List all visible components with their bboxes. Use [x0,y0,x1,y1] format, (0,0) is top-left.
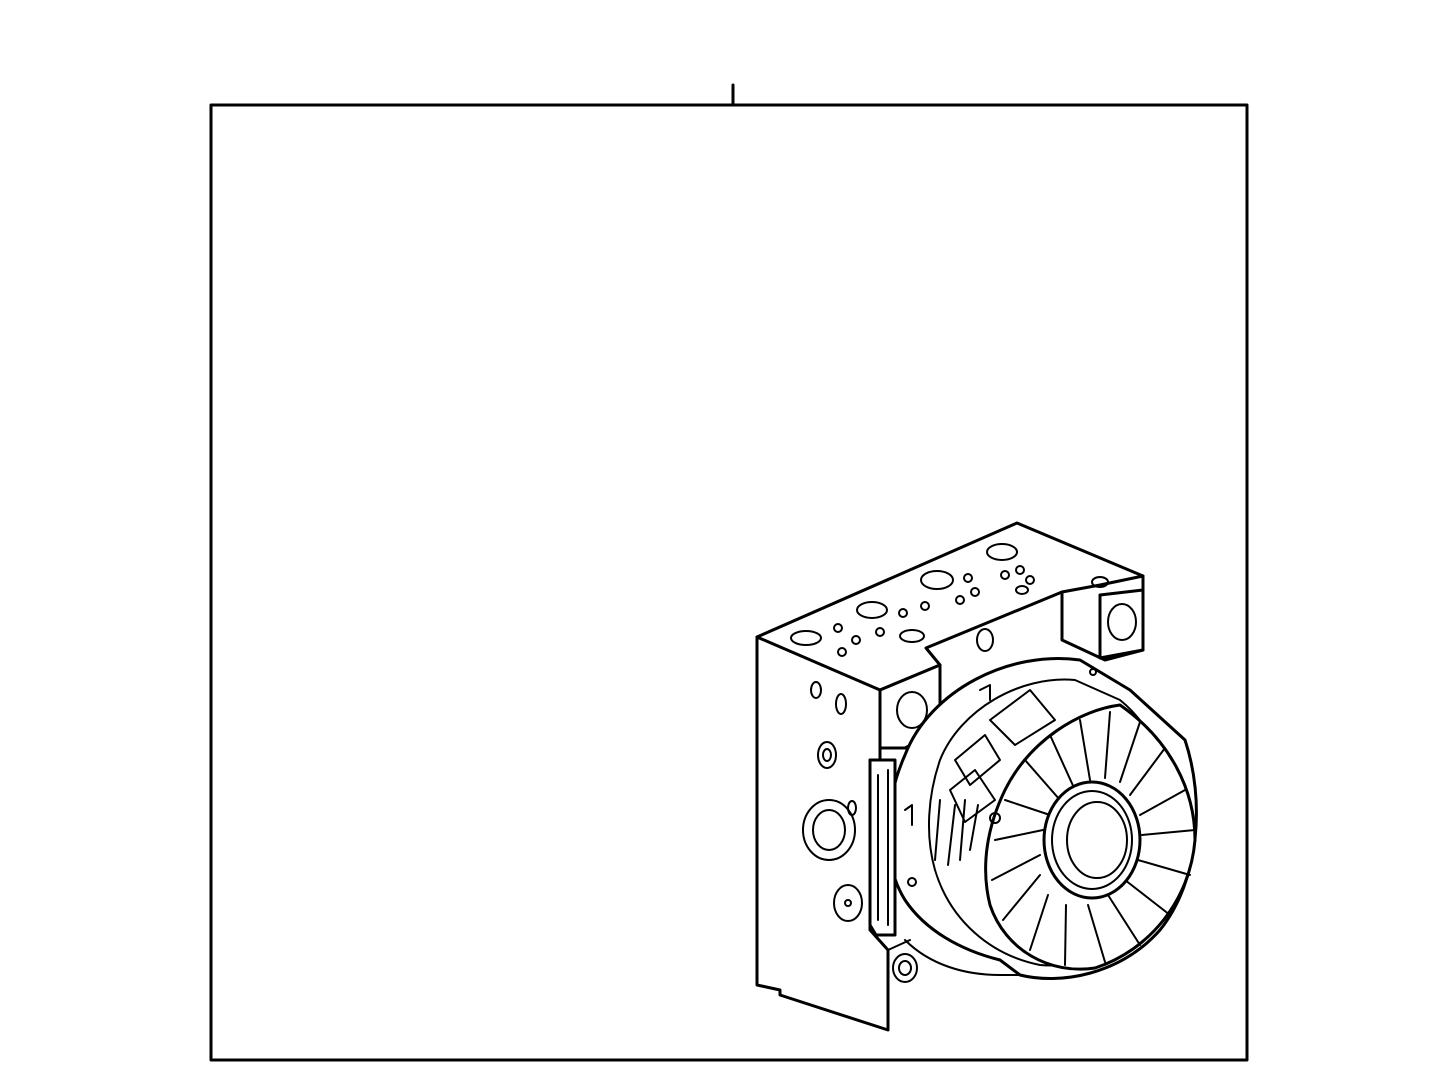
abs-modulator-part [755,521,1198,1032]
side-ports [802,628,994,922]
top-ports [790,543,1109,657]
cooling-fins [991,711,1196,966]
connector-detail [904,668,1097,887]
housing-base-edge [904,939,1021,976]
valve-block-front-face [755,635,890,1032]
motor-mount-bracket [868,758,897,937]
right-mount-lug [1098,588,1145,660]
assembly-frame [209,103,1249,1062]
motor-hub [1042,780,1142,900]
